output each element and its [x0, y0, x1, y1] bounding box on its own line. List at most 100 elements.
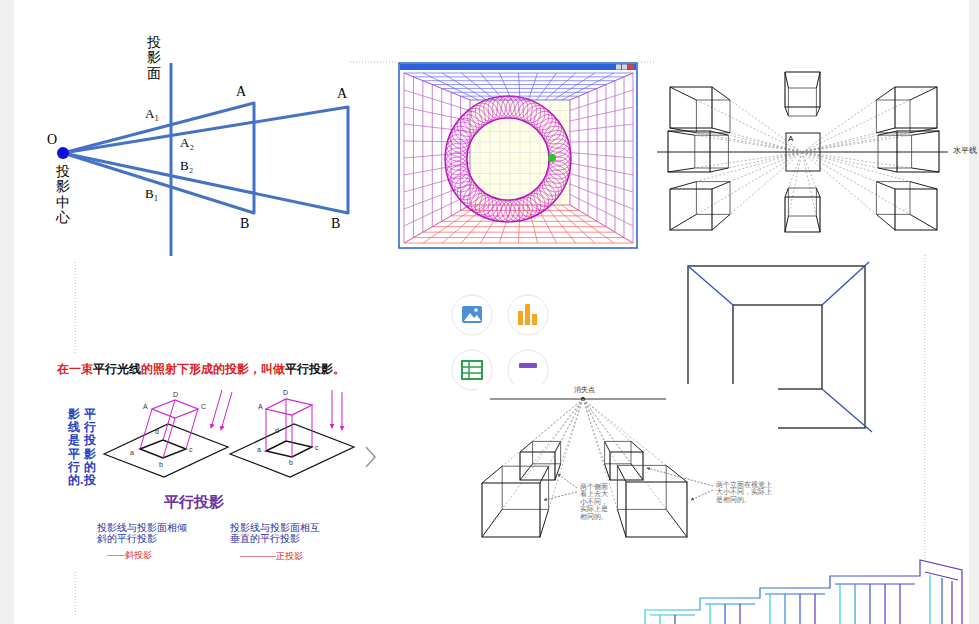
torus [546, 130, 568, 152]
center-square [786, 133, 820, 171]
guide-line [75, 572, 76, 615]
torus [446, 157, 468, 179]
heading-text: 平行投影 [285, 362, 333, 376]
vertex-label: c [315, 444, 319, 452]
toolbar-icons [525, 304, 530, 325]
perspective-cubes [712, 87, 730, 100]
perspective-cubes [540, 466, 549, 483]
perspective-cubes [626, 482, 687, 537]
perspective-cubes [631, 441, 643, 452]
toolbar-icons [474, 308, 478, 312]
perspective-grid [545, 205, 576, 243]
next-chevron [366, 447, 375, 467]
guide-line [925, 255, 926, 560]
perspective-cubes [712, 182, 730, 189]
vertex-label: d [275, 427, 279, 435]
perspective-grid [404, 73, 470, 100]
center-label: 投影中心 [56, 164, 70, 226]
torus-window [628, 65, 634, 70]
oblique-projection-figure [186, 409, 198, 449]
torus [492, 96, 514, 118]
toolbar-icons [462, 361, 482, 379]
caption-term: ————正投影 [240, 551, 303, 561]
perspective-cubes [668, 131, 710, 172]
point-label: A₂ [180, 136, 194, 151]
perspective-cubes [520, 441, 533, 452]
perspective-cubes [802, 133, 910, 152]
perspective-grid [570, 195, 633, 227]
perspective-cubes [482, 466, 502, 483]
torus [450, 126, 472, 148]
perspective-grid [423, 73, 478, 100]
perspective-cubes [802, 152, 876, 214]
point-label: A [788, 134, 793, 143]
perspective-cubes [712, 214, 730, 230]
toolbar-icons [508, 295, 548, 335]
side-band [0, 0, 14, 624]
perspective-grid [470, 163, 570, 164]
perspective-cubes [617, 509, 626, 537]
orthogonal-projection-figure [266, 390, 342, 457]
perspective-grid [570, 90, 633, 111]
perspective-cubes [670, 87, 712, 128]
leader-line [647, 468, 713, 486]
torus [445, 96, 571, 222]
perspective-cubes [482, 483, 540, 537]
perspective-cubes [876, 182, 895, 189]
perspective-cubes [802, 152, 937, 230]
perspective-cubes [897, 131, 939, 172]
perspective-cubes [520, 399, 583, 480]
heading-text: 的照射下形成的投影，叫做 [141, 362, 285, 376]
perspective-cubes [583, 399, 666, 465]
perspective-grid [570, 73, 633, 100]
torus [519, 101, 541, 123]
torus [445, 96, 571, 222]
next-chevron [366, 447, 375, 467]
perspective-grid [570, 205, 633, 243]
perspective-grid [570, 107, 633, 121]
perspective-cubes [802, 152, 910, 182]
guide-line [350, 62, 398, 63]
point-label: B [240, 216, 249, 232]
toolbar-icons [462, 306, 482, 323]
torus [448, 130, 470, 152]
orthogonal-projection-figure [230, 390, 354, 477]
perspective-cubes [610, 452, 643, 480]
point-label: B₂ [180, 159, 193, 174]
horizon-line [490, 399, 666, 400]
perspective-cubes [482, 399, 583, 537]
perspective-grid [562, 205, 614, 243]
point-label: B [331, 216, 340, 232]
perspective-cubes [802, 100, 910, 152]
torus-window [399, 63, 637, 248]
perspective-cubes [605, 441, 610, 452]
perspective-cubes [668, 131, 802, 172]
perspective-cubes [540, 509, 549, 537]
vanishing-figure-ground [478, 384, 778, 544]
torus [546, 166, 568, 188]
heading-text: 平行光线 [93, 362, 141, 376]
vertex-label: d [155, 428, 159, 436]
perspective-grid [442, 73, 487, 100]
perspective-grid [570, 124, 633, 132]
perspective-cubes [617, 465, 626, 482]
perspective-cubes [710, 168, 728, 172]
perspective-cubes [668, 72, 939, 232]
point-label: A [337, 86, 347, 102]
orthogonal-projection-figure [266, 399, 312, 415]
torus [544, 170, 566, 192]
perspective-cubes [785, 197, 820, 232]
torus [488, 97, 510, 119]
vanishing-figure-ground [478, 384, 778, 544]
perspective-grid [570, 174, 633, 193]
projection-rays [170, 63, 173, 256]
point-label: A [236, 84, 246, 100]
guide-line [75, 262, 76, 355]
torus [479, 197, 501, 219]
perspective-cubes [802, 152, 876, 182]
perspective-cubes [785, 107, 788, 116]
room-perspective [822, 262, 869, 305]
perspective-grid [570, 205, 633, 243]
perspective-cubes [816, 188, 820, 197]
